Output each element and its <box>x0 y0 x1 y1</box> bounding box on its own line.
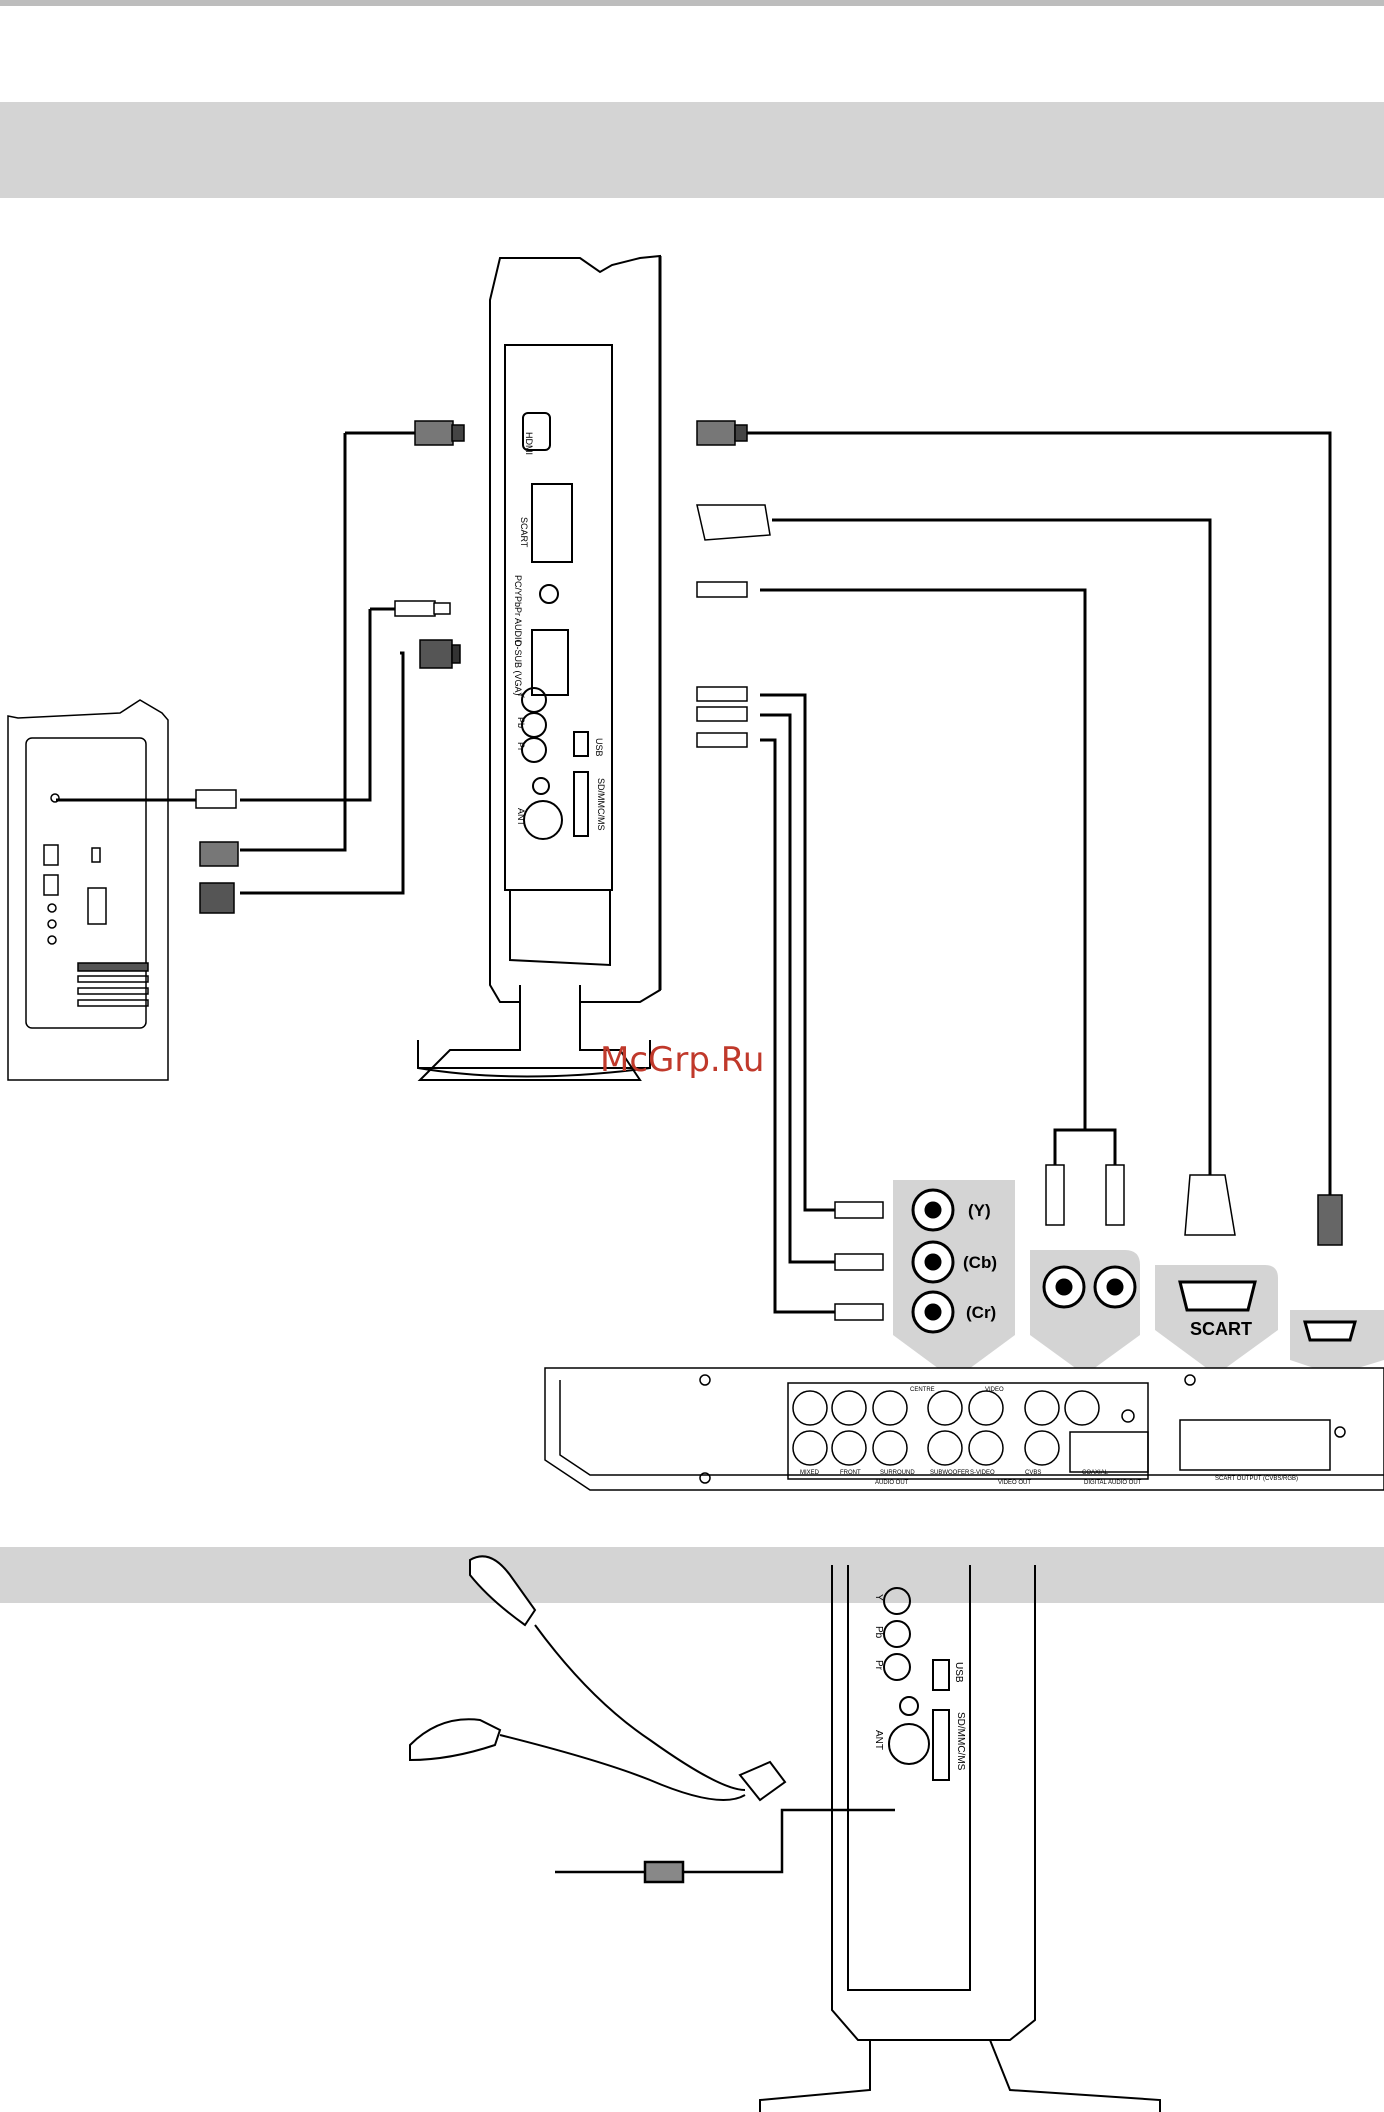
svg-text:SCART: SCART <box>519 517 529 548</box>
svg-text:VIDEO OUT: VIDEO OUT <box>998 1480 1031 1486</box>
svg-text:Y: Y <box>516 692 526 698</box>
svg-text:SD/MMC/MS: SD/MMC/MS <box>596 778 606 831</box>
svg-text:SURROUND: SURROUND <box>880 1470 915 1476</box>
svg-text:VIDEO: VIDEO <box>985 1387 1004 1393</box>
svg-text:Pb: Pb <box>873 1626 884 1639</box>
tv-side-view <box>418 256 660 1080</box>
svg-text:SCART OUTPUT (CVBS/RGB): SCART OUTPUT (CVBS/RGB) <box>1215 1476 1298 1482</box>
player-side-connectors <box>697 421 1342 1320</box>
svg-text:Y: Y <box>873 1594 884 1601</box>
watermark: McGrp.Ru <box>600 1040 764 1080</box>
rca-plug-tv-pb <box>697 707 747 721</box>
headphones <box>410 1556 785 1800</box>
svg-text:FRONT: FRONT <box>840 1470 861 1476</box>
player-callouts <box>893 1180 1384 1380</box>
svg-text:(Cr): (Cr) <box>966 1303 996 1322</box>
svg-text:CVBS: CVBS <box>1025 1470 1041 1476</box>
antenna-cable <box>555 1810 895 1882</box>
svg-text:SD/MMC/MS: SD/MMC/MS <box>955 1712 966 1771</box>
rca-plug-tv-audio <box>697 582 747 597</box>
svg-text:(Cb): (Cb) <box>963 1253 997 1272</box>
rca-plug-pc <box>196 790 236 808</box>
svg-text:HDMI: HDMI <box>524 432 534 455</box>
tv-side-view-bottom <box>760 1565 1160 2112</box>
hdmi-plug-tv <box>697 421 735 445</box>
scart-plug-tv <box>697 505 770 540</box>
svg-text:Pb: Pb <box>516 717 526 728</box>
vga-plug-pc <box>200 883 234 913</box>
vga-plug <box>420 640 452 668</box>
svg-text:SCART: SCART <box>1190 1319 1252 1339</box>
svg-text:CENTRE: CENTRE <box>910 1387 935 1393</box>
svg-text:PC/YPbPr AUDIO: PC/YPbPr AUDIO <box>513 575 523 647</box>
tv-panel-labels-bottom: Y Pb Pr USB SD/MMC/MS ANT <box>873 1594 966 1771</box>
svg-text:ANT: ANT <box>873 1730 884 1750</box>
rca-plug-audio <box>395 601 435 616</box>
svg-text:USB: USB <box>594 738 604 757</box>
svg-text:DIGITAL AUDIO OUT: DIGITAL AUDIO OUT <box>1084 1480 1142 1486</box>
pc-tower <box>8 700 168 1080</box>
player-cables <box>740 433 1330 1312</box>
svg-text:USB: USB <box>953 1662 964 1683</box>
hdmi-plug <box>415 421 453 445</box>
svg-text:MIXED: MIXED <box>800 1470 820 1476</box>
svg-text:SUBWOOFER: SUBWOOFER <box>930 1470 970 1476</box>
svg-text:Pr: Pr <box>516 742 526 751</box>
svg-text:D-SUB (VGA): D-SUB (VGA) <box>513 640 523 696</box>
hdmi-plug-pc <box>200 842 238 866</box>
pc-side-connectors <box>196 421 464 913</box>
rca-plug-tv-y <box>697 687 747 701</box>
svg-text:AUDIO OUT: AUDIO OUT <box>875 1480 909 1486</box>
svg-text:Pr: Pr <box>873 1660 884 1671</box>
svg-text:COAXIAL: COAXIAL <box>1082 1470 1109 1476</box>
svg-text:S-VIDEO: S-VIDEO <box>970 1470 995 1476</box>
svg-text:ANT: ANT <box>516 808 526 827</box>
svg-text:(Y): (Y) <box>968 1201 991 1220</box>
rca-plug-tv-pr <box>697 733 747 747</box>
